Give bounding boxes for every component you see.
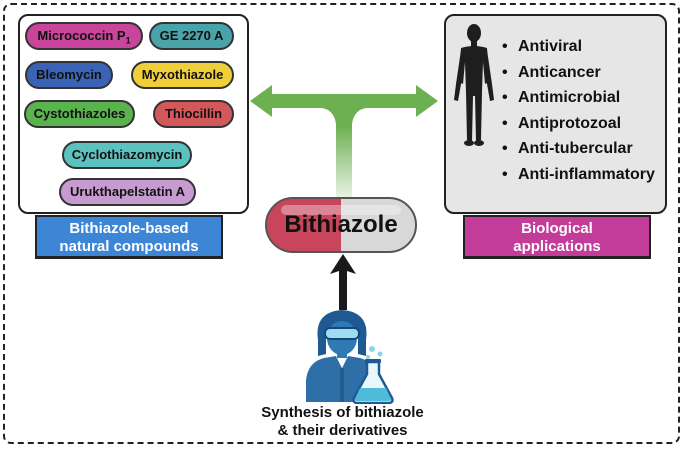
compound-pill-cyclothiazomycin: Cyclothiazomycin (62, 141, 192, 169)
compound-pill-myxothiazole: Myxothiazole (131, 61, 234, 89)
compound-name: Cyclothiazomycin (71, 147, 183, 162)
list-item: •Anticancer (502, 63, 601, 81)
list-item: •Anti-inflammatory (502, 165, 655, 183)
application-label: Anti-tubercular (518, 140, 633, 157)
application-label: Anticancer (518, 63, 601, 81)
compound-name: Urukthapelstatin A (69, 184, 186, 199)
application-label: Antiprotozoal (518, 114, 622, 132)
capsule-label: Bithiazole (284, 211, 398, 238)
label-line: Biological (521, 220, 593, 237)
compound-pill-ge2270a: GE 2270 A (149, 22, 234, 50)
applications-list: •Antiviral •Anticancer •Antimicrobial •A… (500, 34, 655, 187)
compound-name: Bleomycin (36, 67, 102, 82)
application-label: Anti-inflammatory (518, 165, 655, 183)
compound-name: Cystothiazoles (33, 106, 126, 121)
list-item: •Antiprotozoal (502, 114, 622, 132)
natural-compounds-label: Bithiazole-based natural compounds (35, 215, 223, 259)
label-line: Bithiazole-based (69, 220, 189, 237)
arrow-left-head (250, 85, 272, 117)
bithiazole-capsule: Bithiazole (265, 197, 417, 253)
compound-pill-bleomycin: Bleomycin (25, 61, 113, 89)
compound-subscript: 1 (125, 35, 131, 46)
capsule-shine (281, 205, 401, 215)
arrow-right-head (416, 85, 438, 117)
caption-line: Synthesis of bithiazole (261, 404, 424, 421)
dashed-frame (3, 3, 680, 444)
compound-name: GE 2270 A (159, 28, 224, 43)
list-item: •Anti-tubercular (502, 140, 633, 157)
application-label: Antimicrobial (518, 89, 621, 106)
compound-pill-micrococcin: Micrococcin P1 (25, 22, 143, 50)
up-arrow-icon (330, 254, 356, 310)
biological-applications-label: Biological applications (463, 215, 651, 259)
arrow-stem (336, 126, 352, 198)
compound-name: Thiocillin (164, 106, 223, 121)
synthesis-caption: Synthesis of bithiazole & their derivati… (220, 404, 465, 440)
label-line: natural compounds (59, 238, 199, 255)
flask-icon (352, 346, 394, 404)
list-item: •Antimicrobial (502, 89, 621, 106)
compound-pill-thiocillin: Thiocillin (153, 100, 234, 128)
caption-line: & their derivatives (277, 422, 408, 439)
label-line: applications (513, 238, 601, 255)
human-body-icon (454, 24, 494, 146)
list-item: •Antiviral (502, 38, 583, 55)
compound-pill-cystothiazoles: Cystothiazoles (24, 100, 135, 128)
application-label: Antiviral (518, 38, 583, 55)
arrow-bar (270, 94, 418, 128)
compound-pill-urukthapelstatin: Urukthapelstatin A (59, 178, 196, 206)
compound-name: Micrococcin P (37, 28, 126, 43)
compound-name: Myxothiazole (141, 67, 224, 82)
